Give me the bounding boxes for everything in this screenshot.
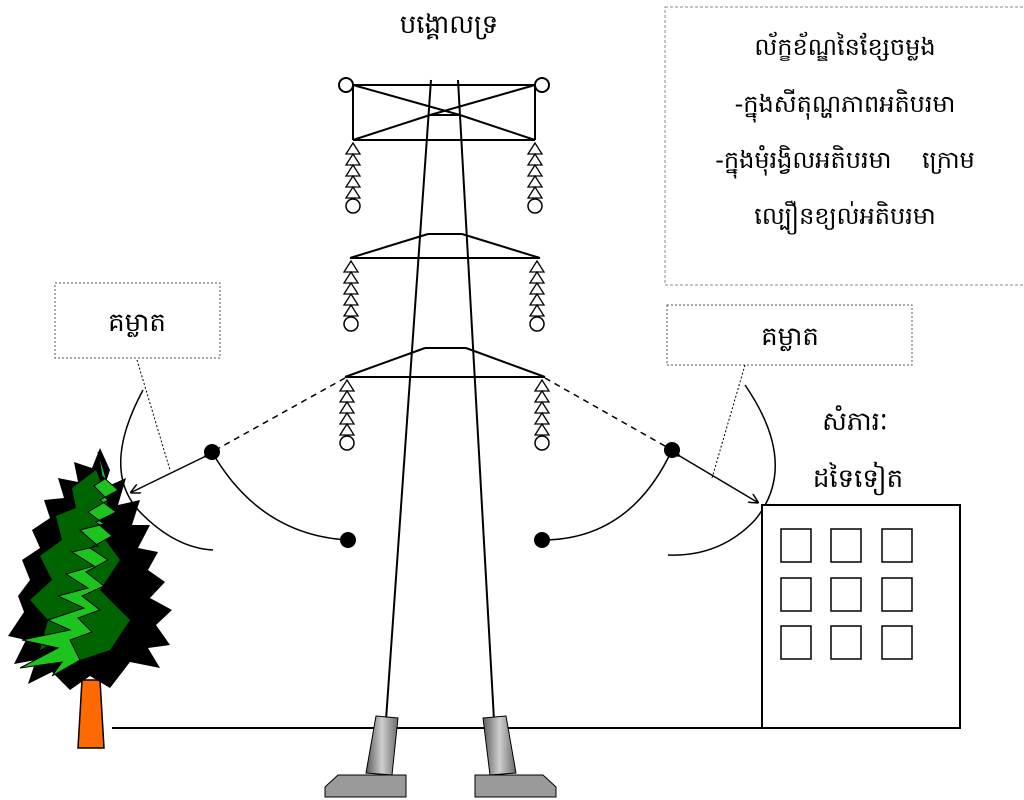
insulator-disc [533, 400, 551, 414]
insulator-disc [342, 270, 360, 284]
left-leader-line [136, 359, 171, 471]
insulator-disc [342, 303, 360, 317]
insulator-ring [534, 435, 550, 451]
building-window [881, 577, 913, 612]
middle-cross-arm [349, 233, 541, 259]
conditions-box-border [664, 6, 1024, 286]
insulator-disc [528, 259, 546, 273]
insulator-disc [342, 259, 360, 273]
swing-arc-right [541, 449, 673, 541]
tower-title: បង្គោលទ្រ [400, 10, 499, 40]
left-clearance-label: គម្លាត [54, 282, 221, 359]
right-leader-line [711, 364, 746, 479]
building-window [780, 577, 812, 612]
tree-foliage-mid [30, 470, 130, 660]
clearance-arc-left [120, 389, 214, 551]
condition-max-swing-angle: -ក្នុងមុំរង្វិលអតិបរមា ក្រោម [715, 145, 975, 179]
tree-trunk [77, 679, 105, 749]
tower-left-leg [385, 79, 432, 721]
insulator-ring [527, 198, 543, 214]
building-window [780, 625, 812, 660]
insulator-disc [526, 174, 544, 188]
building-window [830, 625, 862, 660]
insulator-strings [338, 141, 551, 451]
clearance-arc-right [667, 384, 776, 556]
conditions-box: ល័ក្ខខ័ណ្ឌនៃខ្សែចម្លង -ក្នុងសីតុណ្ហភាពអត… [664, 6, 1024, 286]
insulator-lower-left [338, 378, 356, 451]
right-clearance-box [666, 304, 913, 366]
conductor-swung-left [204, 444, 220, 460]
insulator-ring [345, 198, 361, 214]
tree [8, 448, 172, 749]
left-clearance-arrow [132, 456, 206, 492]
conditions-heading: ល័ក្ខខ័ណ្ឌនៃខ្សែចម្លង [754, 31, 935, 61]
insulator-disc [338, 378, 356, 392]
insulator-disc [533, 422, 551, 436]
insulator-disc [526, 152, 544, 166]
building-window [881, 528, 913, 563]
conductor-rest-left [340, 532, 356, 548]
insulator-disc [342, 281, 360, 295]
condition-max-wind-speed: ល្បឿនខ្យល់អតិបរមា [754, 200, 935, 235]
insulator-disc [344, 185, 362, 199]
insulator-disc [344, 174, 362, 188]
building-label-line1: សំភារៈ [822, 405, 888, 437]
conductor-swung-right [664, 442, 680, 458]
left-clearance-text: គម្លាត [108, 308, 166, 338]
insulator-disc [526, 163, 544, 177]
tower-right-leg [457, 79, 495, 721]
insulator-ring [343, 316, 359, 332]
building-window [881, 625, 913, 660]
insulator-ring [529, 316, 545, 332]
building-window [830, 528, 862, 563]
shield-wire-left [338, 77, 354, 93]
insulator-top-left [344, 141, 362, 214]
top-cross-arm [338, 77, 550, 141]
conductor-swing [120, 359, 776, 556]
tree-foliage-light [19, 451, 119, 677]
building-windows [780, 528, 913, 660]
insulator-disc [344, 163, 362, 177]
insulator-disc [533, 389, 551, 403]
right-clearance-label: គម្លាត [666, 304, 913, 366]
building-window [780, 528, 812, 563]
conductor-rest-right [534, 532, 550, 548]
transmission-tower [338, 77, 550, 721]
swing-arc-left [211, 451, 349, 541]
right-clearance-text: គម្លាត [761, 322, 819, 352]
insulator-ring [339, 435, 355, 451]
tower-footing-right [474, 715, 557, 798]
insulator-middle-left [342, 259, 360, 332]
building-label-line2: ដទៃទៀត [813, 461, 903, 496]
building-window [830, 577, 862, 612]
insulator-disc [338, 389, 356, 403]
condition-max-temperature: -ក្នុងសីតុណ្ហភាពអតិបរមា [735, 89, 956, 123]
insulator-lower-right [533, 378, 551, 451]
tower-footing-left [324, 715, 407, 798]
insulator-disc [533, 378, 551, 392]
lower-cross-arm [344, 347, 546, 378]
right-clearance-arrow [678, 455, 757, 502]
insulator-disc [526, 185, 544, 199]
insulator-disc [533, 411, 551, 425]
insulator-disc [528, 270, 546, 284]
insulator-disc [344, 152, 362, 166]
insulator-disc [344, 141, 362, 155]
insulator-disc [526, 141, 544, 155]
building [761, 504, 961, 729]
insulator-disc [342, 292, 360, 306]
insulator-disc [528, 281, 546, 295]
insulator-disc [528, 292, 546, 306]
swing-line-left [211, 377, 346, 453]
insulator-top-right [526, 141, 544, 214]
insulator-disc [338, 422, 356, 436]
insulator-disc [338, 411, 356, 425]
shield-wire-right [534, 77, 550, 93]
insulator-middle-right [528, 259, 546, 332]
insulator-disc [528, 303, 546, 317]
insulator-disc [338, 400, 356, 414]
swing-line-right [544, 377, 673, 451]
